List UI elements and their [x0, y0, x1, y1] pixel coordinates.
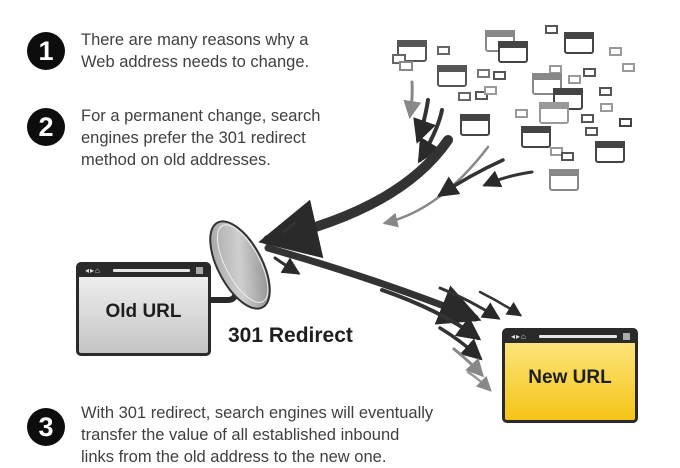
old-url-label: Old URL [105, 301, 182, 322]
step-3-text: With 301 redirect, search engines will e… [81, 404, 434, 466]
window-button-icon [196, 267, 203, 274]
new-url-label: New URL [528, 367, 612, 388]
new-url-titlebar: ◂▸⌂ [505, 331, 635, 343]
step-1-text: There are many reasons why a Web address… [81, 31, 310, 71]
address-bar [539, 335, 617, 338]
old-url-window: ◂▸⌂ Old URL [76, 262, 211, 356]
step-1-badge: 1 [27, 32, 65, 70]
redirect-label: 301 Redirect [228, 324, 353, 347]
old-url-titlebar: ◂▸⌂ [79, 265, 208, 277]
new-url-window: ◂▸⌂ New URL [502, 328, 638, 423]
window-button-icon [623, 333, 630, 340]
address-bar [113, 269, 190, 272]
outgoing-arrows [264, 244, 523, 392]
step-3-badge: 3 [27, 408, 65, 446]
nav-controls-icon: ◂▸⌂ [85, 266, 101, 275]
satellite-dish-icon [209, 220, 271, 310]
web-page-icons [392, 25, 635, 191]
step-2-badge: 2 [27, 108, 65, 146]
incoming-arrows [258, 80, 534, 259]
nav-controls-icon: ◂▸⌂ [511, 332, 527, 341]
step-2-text: For a permanent change, search engines p… [81, 107, 321, 169]
